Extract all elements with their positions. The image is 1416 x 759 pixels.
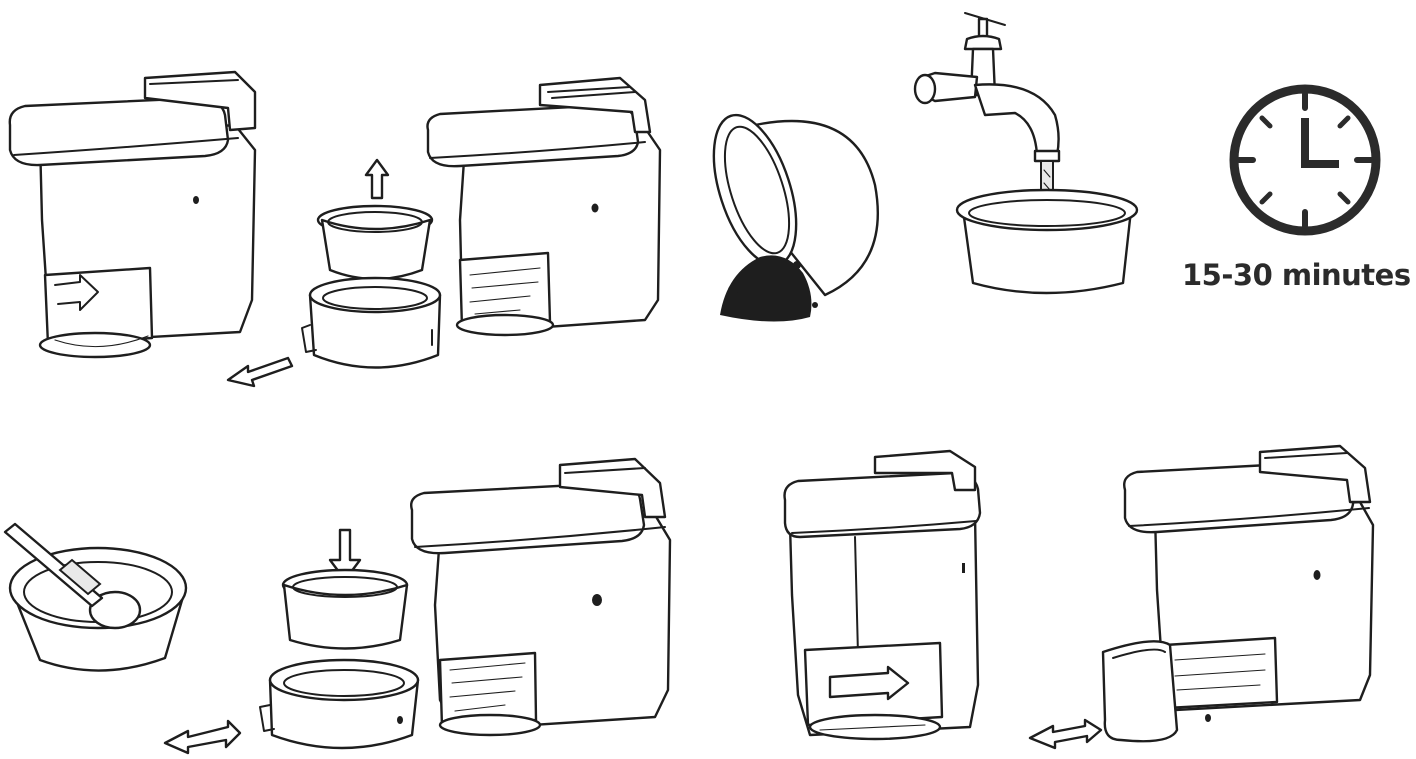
step-reattach-bin-door — [1025, 440, 1385, 750]
duration-caption: 15-30 minutes — [1182, 258, 1402, 292]
toilet-illustration — [428, 78, 661, 335]
push-in-arrow — [165, 721, 240, 753]
pull-out-arrow — [228, 358, 292, 386]
push-in-arrow — [1030, 720, 1101, 748]
bucket — [957, 190, 1137, 293]
outer-bin — [260, 660, 418, 748]
step-remove-bin-door — [0, 70, 300, 390]
step-reinsert-inner-bucket — [160, 455, 680, 755]
tap-icon — [915, 13, 1059, 161]
inner-bucket — [283, 570, 407, 649]
toilet-illustration — [10, 72, 255, 357]
step-lift-out-inner-bucket — [300, 70, 670, 380]
toilet-illustration — [411, 459, 670, 735]
up-arrow — [366, 160, 388, 198]
step-rinse-bucket-under-tap — [905, 5, 1155, 300]
outer-bin — [302, 278, 440, 368]
clock-icon — [1234, 89, 1376, 231]
step-wait-time — [1220, 82, 1390, 242]
step-slide-bin-back-in — [770, 445, 990, 750]
step-empty-inner-bucket — [715, 105, 895, 330]
toilet-illustration — [785, 451, 980, 739]
inner-bucket — [318, 206, 432, 279]
